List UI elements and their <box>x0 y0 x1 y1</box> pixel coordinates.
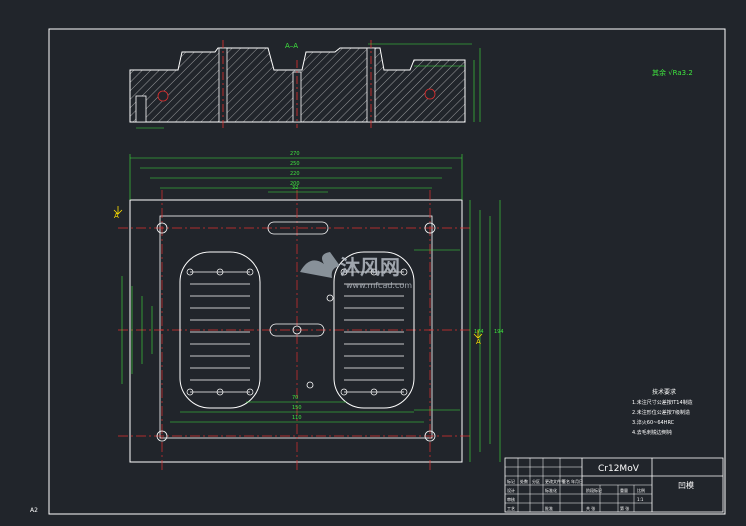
tb-standard: 标准化 <box>545 487 557 493</box>
dimension-lines <box>121 154 501 462</box>
tb-approve: 批准 <box>545 505 553 511</box>
tech-notes: 技术要求 1.未注尺寸公差按IT14制造 2.未注形位公差按7级制造 3.淬火6… <box>632 388 693 436</box>
left-cavity <box>179 251 261 409</box>
tech-notes-title: 技术要求 <box>652 388 676 396</box>
tb-sheets: 共 张 <box>586 505 595 511</box>
dim-inner-3: 110 <box>292 415 302 421</box>
dim-height-2: 174 <box>474 329 484 335</box>
outer-frame <box>48 28 726 515</box>
watermark-text: 沐风网 <box>340 255 400 279</box>
dim-inner-4: 32 <box>292 185 298 191</box>
tb-weight: 重量 <box>620 487 628 493</box>
dim-inner-2: 150 <box>292 405 302 411</box>
tb-header-4: 更改文件号 <box>545 478 565 484</box>
dim-width-3: 220 <box>290 171 300 177</box>
roughness-note: 其余 √Ra3.2 <box>652 68 693 77</box>
tb-design: 设计 <box>507 487 515 493</box>
material-label: Cr12MoV <box>598 464 640 474</box>
tech-note-4: 4.去毛刺锐边倒钝 <box>632 429 672 436</box>
tb-header-6: 年月日 <box>571 478 583 484</box>
tb-process: 工艺 <box>507 506 515 511</box>
dim-overall-width: 270 <box>290 151 300 157</box>
tb-header-3: 分区 <box>532 478 540 484</box>
plan-view: 270 250 220 200 70 150 110 32 194 174 A … <box>113 151 504 470</box>
dim-width-4: 200 <box>290 181 300 187</box>
watermark-url: www.mfcad.com <box>346 281 412 290</box>
tech-note-3: 3.淬火60~64HRC <box>632 419 675 426</box>
section-label: A–A <box>285 42 298 50</box>
tb-scale: 比例 <box>637 487 645 493</box>
part-name: 凹模 <box>678 480 694 490</box>
dim-width-2: 250 <box>290 161 300 167</box>
tb-header-1: 标记 <box>507 478 515 484</box>
tech-note-1: 1.未注尺寸公差按IT14制造 <box>632 399 693 406</box>
sheet-size-label: A2 <box>30 507 38 514</box>
section-view: A–A <box>129 40 481 129</box>
tb-review: 审核 <box>507 496 515 502</box>
die-plate-outline <box>129 199 463 463</box>
section-slot-left <box>135 95 147 123</box>
dim-height-1: 194 <box>494 329 504 335</box>
tb-header-5: 签名 <box>562 478 570 484</box>
tech-note-2: 2.未注形位公差按7级制造 <box>632 409 690 416</box>
dim-inner-1: 70 <box>292 395 298 401</box>
tb-scale-value: 1:1 <box>637 497 644 502</box>
title-block: Cr12MoV 凹模 标记 处数 分区 更改文件号 签名 年月日 设计 标准化 … <box>504 457 724 513</box>
tb-stage: 阶段标记 <box>586 487 602 493</box>
watermark: 沐风网 www.mfcad.com <box>300 252 412 290</box>
right-cavity <box>333 251 415 409</box>
cut-marker-left: A <box>114 212 119 220</box>
tb-header-2: 处数 <box>520 478 528 484</box>
tb-sheet-no: 第 张 <box>620 505 629 511</box>
cut-marker-right: A <box>476 338 481 346</box>
